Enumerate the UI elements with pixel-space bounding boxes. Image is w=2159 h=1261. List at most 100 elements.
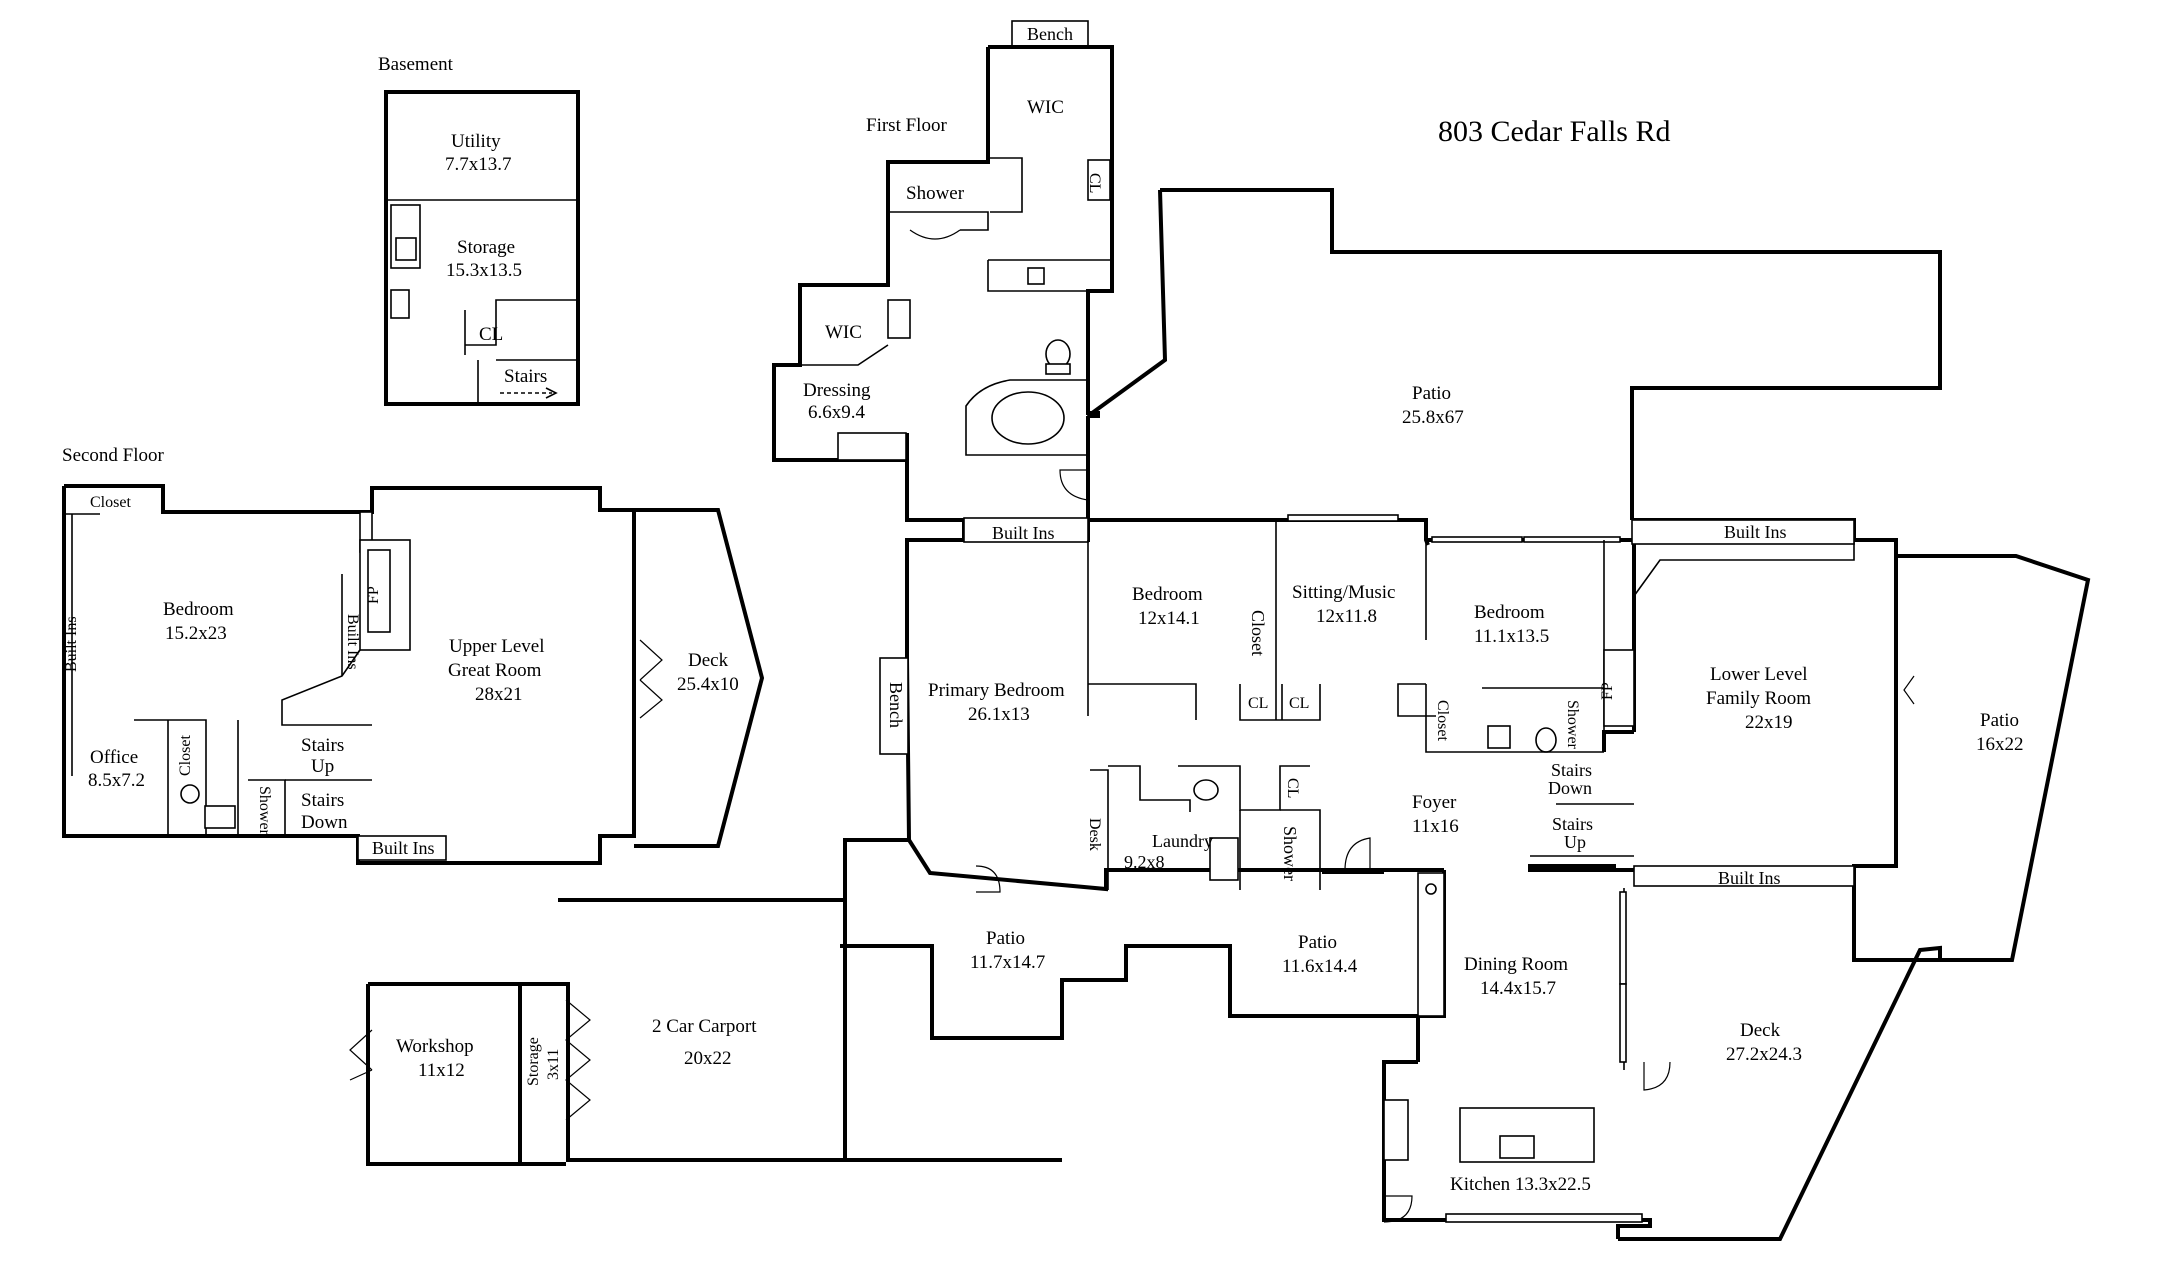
kitchen-sink bbox=[1383, 1099, 1409, 1161]
sitting-window bbox=[1287, 514, 1399, 522]
tub-surround bbox=[965, 379, 1089, 456]
fireplace-inner bbox=[367, 549, 391, 633]
deck-door bbox=[639, 639, 663, 719]
bench-left-label: Bench bbox=[886, 682, 906, 728]
upper-deck-outline bbox=[634, 508, 765, 848]
bedroom2-toilet bbox=[1535, 727, 1557, 753]
dining-label: Dining Room bbox=[1464, 954, 1568, 975]
cl3-label: CL bbox=[1284, 778, 1301, 798]
shower3-label: Shower bbox=[1280, 826, 1300, 881]
kitchen-counter bbox=[1445, 1213, 1643, 1223]
storage-doors bbox=[565, 999, 591, 1121]
patio-right-size: 16x22 bbox=[1976, 734, 2024, 755]
dining-window-2 bbox=[1619, 983, 1627, 1063]
office-closet-label: Closet bbox=[177, 735, 194, 776]
laundry-label: Laundry bbox=[1152, 831, 1213, 851]
built-ins-side-label: Built Ins bbox=[63, 616, 80, 672]
stairs-down-line1: Stairs bbox=[301, 790, 344, 811]
patio-outline bbox=[1160, 188, 1942, 520]
office-label: Office bbox=[90, 747, 138, 768]
storage-room-label: Storage bbox=[457, 237, 515, 258]
built-ins-bottom-box bbox=[1633, 865, 1855, 887]
patios-outline bbox=[845, 944, 1418, 1040]
carport-size: 20x22 bbox=[684, 1048, 732, 1069]
bedroom2-window-1 bbox=[1431, 536, 1523, 543]
cl2-label: CL bbox=[1289, 695, 1309, 712]
foyer-door bbox=[1344, 837, 1371, 871]
built-ins-bottom-label: Built Ins bbox=[1718, 868, 1781, 888]
laundry-wall-2 bbox=[1178, 765, 1310, 811]
basement-label: Basement bbox=[378, 54, 454, 75]
laundry-sink bbox=[1209, 837, 1239, 881]
bedroom2-sink bbox=[1487, 725, 1511, 749]
shower3-wall bbox=[1280, 809, 1321, 890]
carport-label: 2 Car Carport bbox=[652, 1016, 757, 1037]
sitting-label: Sitting/Music bbox=[1292, 582, 1395, 603]
bedroom2-window-2 bbox=[1523, 536, 1621, 543]
dressing-wall bbox=[800, 344, 889, 366]
wic-partition bbox=[990, 157, 1023, 213]
shower-door bbox=[909, 229, 961, 240]
dining-size: 14.4x15.7 bbox=[1480, 978, 1556, 999]
bedroom2-size: 11.1x13.5 bbox=[1474, 626, 1549, 647]
upper-toilet bbox=[180, 784, 200, 804]
family-built-ins bbox=[1633, 540, 1855, 597]
patio-mid2-label: Patio bbox=[1298, 932, 1337, 953]
deck-label: Deck bbox=[1740, 1020, 1781, 1041]
basement-plan: Basement Utility 7.7x13.7 Storage 15.3x1… bbox=[378, 54, 580, 406]
bench-left-box bbox=[879, 657, 909, 755]
dressing-label: Dressing bbox=[803, 380, 871, 401]
primary-bedroom-label: Primary Bedroom bbox=[928, 680, 1065, 701]
bedroom2-wall-1 bbox=[1397, 683, 1436, 717]
closet2-label: Closet bbox=[1434, 700, 1451, 741]
basement-closet-label: CL bbox=[479, 324, 503, 345]
basement-stairs-label: Stairs bbox=[504, 366, 547, 387]
cl-top-label: CL bbox=[1086, 173, 1103, 193]
family-fp-box bbox=[1603, 649, 1635, 727]
built-ins-right-label: Built Ins bbox=[1724, 522, 1787, 542]
stairs-up-line1: Stairs bbox=[301, 735, 344, 756]
dining-window-1 bbox=[1619, 891, 1627, 985]
built-ins-left-box bbox=[963, 517, 1089, 543]
dressing-bench bbox=[837, 432, 907, 461]
bath-door bbox=[1059, 469, 1089, 501]
family-room-line2: Family Room bbox=[1706, 688, 1811, 709]
great-room-size: 28x21 bbox=[475, 684, 523, 705]
primary-door bbox=[975, 865, 1001, 893]
foyer-sink bbox=[1425, 883, 1437, 895]
family-room-size: 22x19 bbox=[1745, 712, 1793, 733]
patio-mid2-size: 11.6x14.4 bbox=[1282, 956, 1358, 977]
bedroom2-label: Bedroom bbox=[1474, 602, 1545, 623]
shower2-label: Shower bbox=[1564, 700, 1581, 750]
address-title: 803 Cedar Falls Rd bbox=[1438, 115, 1671, 148]
built-ins-right-box bbox=[1631, 519, 1855, 545]
family-room-line1: Lower Level bbox=[1710, 664, 1808, 685]
storage-label: Storage bbox=[525, 1037, 542, 1086]
stairs-down-line2: Down bbox=[1548, 778, 1592, 798]
deck-door bbox=[1643, 1061, 1671, 1091]
desk-wall bbox=[1090, 769, 1109, 890]
patio-mid1-size: 11.7x14.7 bbox=[970, 952, 1045, 973]
cl1-label: CL bbox=[1248, 695, 1268, 712]
built-ins-bottom-label: Built Ins bbox=[372, 838, 435, 858]
shower-label: Shower bbox=[906, 183, 965, 204]
laundry-wall-1 bbox=[1108, 765, 1191, 812]
kitchen-outline bbox=[1382, 1060, 1652, 1239]
cl-top-box bbox=[1087, 159, 1111, 201]
family-sw bbox=[1602, 730, 1634, 752]
family-patio-door bbox=[1903, 675, 1915, 705]
built-ins-mid-label-text: Built Ins bbox=[344, 614, 361, 670]
basement-appliance-1b bbox=[395, 237, 417, 261]
sitting-size: 12x11.8 bbox=[1316, 606, 1377, 627]
right-patio-outline bbox=[1852, 554, 2091, 962]
stairs-arrow-head bbox=[545, 387, 558, 399]
first-floor-label: First Floor bbox=[866, 115, 947, 136]
kitchen-label: Kitchen 13.3x22.5 bbox=[1450, 1174, 1591, 1195]
south-wall bbox=[907, 838, 1324, 892]
dressing-size: 6.6x9.4 bbox=[808, 402, 866, 423]
patio-top-label: Patio bbox=[1412, 383, 1451, 404]
bedroom1-label: Bedroom bbox=[1132, 584, 1203, 605]
utility-room-label: Utility bbox=[451, 131, 501, 152]
second-fp-label: FP bbox=[365, 586, 382, 604]
